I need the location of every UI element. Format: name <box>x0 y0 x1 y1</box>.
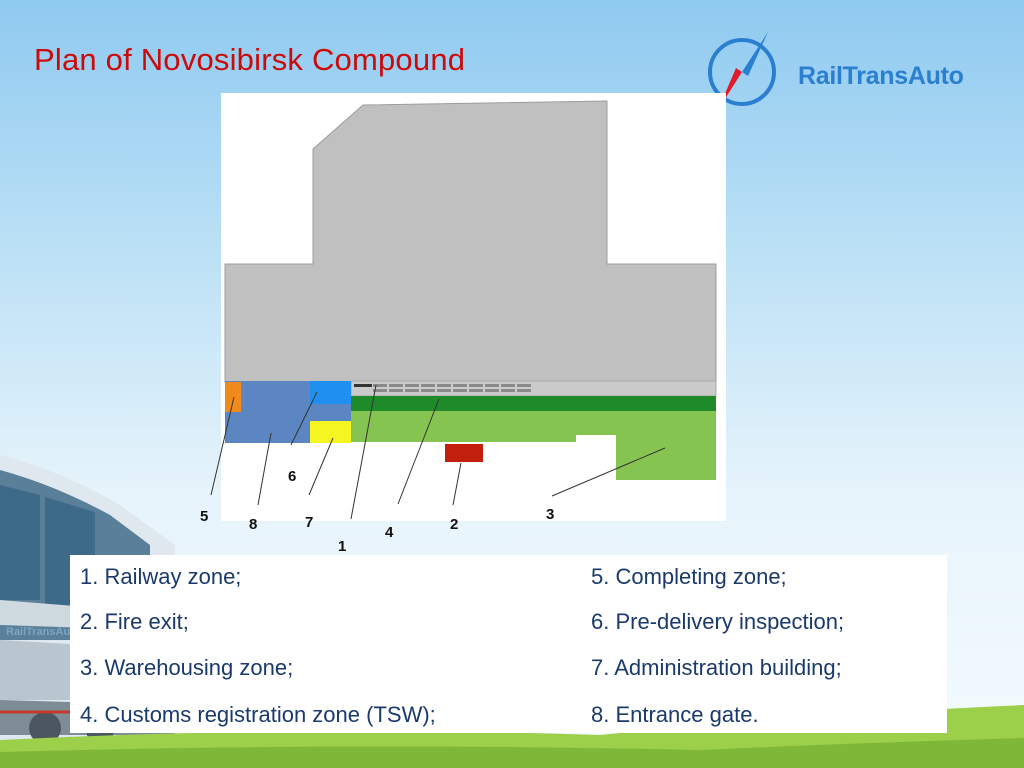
administration-building <box>310 421 351 443</box>
legend-item-warehousing-zone: 3. Warehousing zone; <box>80 655 294 680</box>
completing-zone <box>225 382 241 412</box>
callout-6: 6 <box>288 468 296 485</box>
callout-3: 3 <box>546 506 554 523</box>
legend-item-pre-delivery-inspection: 6. Pre-delivery inspection; <box>591 609 845 634</box>
building-area <box>224 100 717 383</box>
callout-lines <box>210 384 666 520</box>
legend-item-completing-zone: 5. Completing zone; <box>591 564 787 589</box>
callout-8: 8 <box>249 516 257 533</box>
compound-plan-diagram: 1 2 3 4 5 6 7 8 <box>200 93 726 555</box>
legend-item-fire-exit: 2. Fire exit; <box>80 609 189 634</box>
callout-2: 2 <box>450 516 458 533</box>
slide-title: Plan of Novosibirsk Compound <box>34 42 466 77</box>
customs-strip <box>350 380 717 397</box>
brand-name: RailTransAuto <box>798 62 964 90</box>
callout-4: 4 <box>385 524 394 541</box>
warehousing-zone <box>351 411 716 480</box>
callout-7: 7 <box>305 514 313 531</box>
train-brand-label: RailTransAu <box>6 626 71 638</box>
fire-exit <box>445 444 483 462</box>
company-logo: RailTransAuto <box>704 30 994 110</box>
callout-1: 1 <box>338 538 346 555</box>
legend-item-entrance-gate: 8. Entrance gate. <box>591 702 759 727</box>
callout-5: 5 <box>200 508 208 525</box>
legend-item-administration-building: 7. Administration building; <box>591 655 842 680</box>
legend-box: 1. Railway zone; 2. Fire exit; 3. Wareho… <box>70 555 947 733</box>
customs-booths <box>373 384 531 392</box>
railway-zone <box>351 396 716 411</box>
inspection-zone <box>310 381 351 404</box>
legend-item-railway-zone: 1. Railway zone; <box>80 564 242 589</box>
legend-item-customs-zone: 4. Customs registration zone (TSW); <box>80 702 436 727</box>
